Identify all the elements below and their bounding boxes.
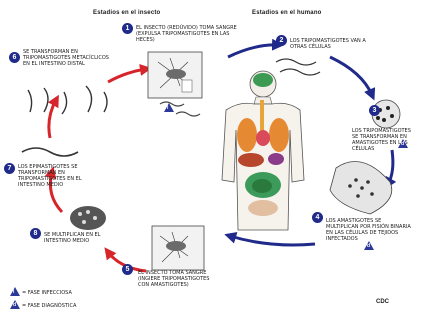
epimastigote-cluster [70,206,106,230]
arrow-6-to-1 [108,69,146,82]
step-label-8: Se multiplican en el intestino medio [44,232,116,244]
arrow-7-to-6 [49,100,56,138]
header-insect-stages: Estadios en el insecto [93,10,160,16]
step-label-2: Los tripomastigotes van a otras células [290,38,380,50]
diagnostic-stage-icon: d [364,241,374,250]
arrow-2-to-3 [330,57,372,95]
step-badge-5: 5 [122,264,133,275]
human-body-figure [222,71,304,230]
step-label-6: Se transforman en tripomastigotes metací… [23,49,117,67]
infective-stage-icon: i [164,103,174,112]
credit-cdc: CDC [376,299,389,305]
step-label-7: Los epimastigotes se transforman en trip… [18,164,108,188]
header-human-stages: Estadios en el humano [252,10,322,16]
epimastigotes [22,148,78,156]
diagnostic-stage-icon: d [398,139,408,148]
step-badge-2: 2 [276,35,287,46]
step-badge-3: 3 [369,105,380,116]
arrow-3-to-4 [388,150,393,184]
legend-infective-label: = Fase infecciosa [22,290,102,296]
step-badge-8: 8 [30,228,41,239]
step-label-1: El insecto (Redúvido) toma sangre (expul… [136,25,248,43]
legend-diagnostic-icon: d [10,300,20,309]
tissue-cell-multiplying [330,162,392,214]
step-badge-7: 7 [4,163,15,174]
legend-infective-icon: i [10,287,20,296]
step-badge-1: 1 [122,23,133,34]
arrow-4-to-5 [230,236,315,245]
arrow-1-to-2 [228,45,278,57]
legend-diagnostic-label: = Fase diagnóstica [22,303,102,309]
trypomastigotes-in-blood [276,59,320,75]
insect-feeding-panel-bottom [152,226,204,270]
step-badge-6: 6 [9,52,20,63]
insect-feeding-panel-top [148,52,202,98]
metacyclic-trypomastigotes [28,86,107,114]
step-badge-4: 4 [312,212,323,223]
step-label-5: El insecto toma sangre (ingiere tripomas… [138,270,218,288]
step-label-4: Los amastigotes se multiplican por fisió… [326,218,414,242]
